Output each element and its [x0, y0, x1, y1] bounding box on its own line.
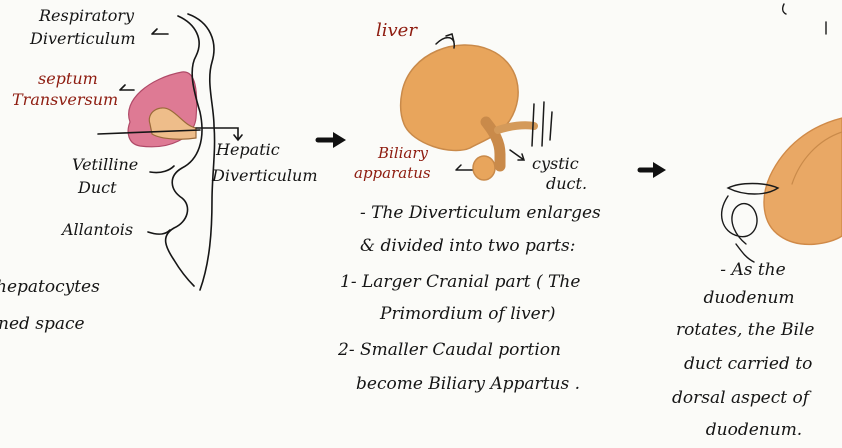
- p3-note-3: rotates, the Bile: [676, 322, 814, 339]
- label-septum-2: Transversum: [12, 92, 118, 108]
- label-allantois: Allantois: [62, 222, 133, 238]
- vitelline-duct-line: [150, 166, 174, 173]
- label-vitelline-2: Duct: [78, 180, 117, 196]
- label-cystic: cystic: [532, 156, 579, 172]
- note-1: - The Diverticulum enlarges: [360, 205, 601, 222]
- note-4: Primordium of liver): [380, 306, 556, 323]
- cut-text-2: ned space: [0, 316, 85, 333]
- p3-note-1: - As the: [698, 262, 808, 279]
- label-septum: septum: [38, 71, 98, 87]
- label-biliary-2: apparatus: [354, 166, 431, 181]
- p3-note-4: duct carried to: [684, 356, 812, 373]
- hepatic-arrow: [196, 128, 242, 140]
- duodenum-diagram: [722, 4, 842, 262]
- note-6: become Biliary Appartus .: [356, 376, 580, 393]
- label-vitelline: Vetilline: [72, 157, 138, 173]
- label-cystic-2: duct.: [546, 176, 587, 192]
- label-hepatic: Hepatic: [216, 142, 280, 158]
- gut-outer-wall: [166, 16, 202, 286]
- biliary-arrow: [456, 165, 472, 170]
- note-3: 1- Larger Cranial part ( The: [340, 274, 580, 291]
- label-hepatic-2: Diverticulum: [212, 168, 318, 184]
- gut-inner-wall: [188, 14, 215, 290]
- note-2: & divided into two parts:: [360, 238, 575, 255]
- right-arrow-1: [318, 132, 346, 148]
- label-liver: liver: [376, 22, 417, 40]
- gallbladder-duct: [498, 125, 534, 130]
- p3-note-2: duodenum: [694, 290, 804, 307]
- gallbladder: [473, 156, 495, 180]
- p3-note-5: dorsal aspect of: [672, 390, 809, 407]
- label-biliary: Biliary: [378, 146, 428, 161]
- septum-arrow: [120, 85, 134, 90]
- bile-duct-loop: [722, 196, 757, 244]
- right-arrow-2: [640, 162, 666, 178]
- allantois-line: [148, 230, 170, 234]
- p3-note-6: duodenum.: [694, 422, 814, 439]
- top-marks: [783, 4, 826, 34]
- label-respiratory: Respiratory: [39, 8, 134, 24]
- respiratory-arrow: [152, 29, 168, 34]
- label-respiratory-2: Diverticulum: [30, 31, 136, 47]
- cut-text-1: hepatocytes: [0, 279, 100, 296]
- cystic-arrow: [510, 150, 524, 160]
- note-5: 2- Smaller Caudal portion: [338, 342, 561, 359]
